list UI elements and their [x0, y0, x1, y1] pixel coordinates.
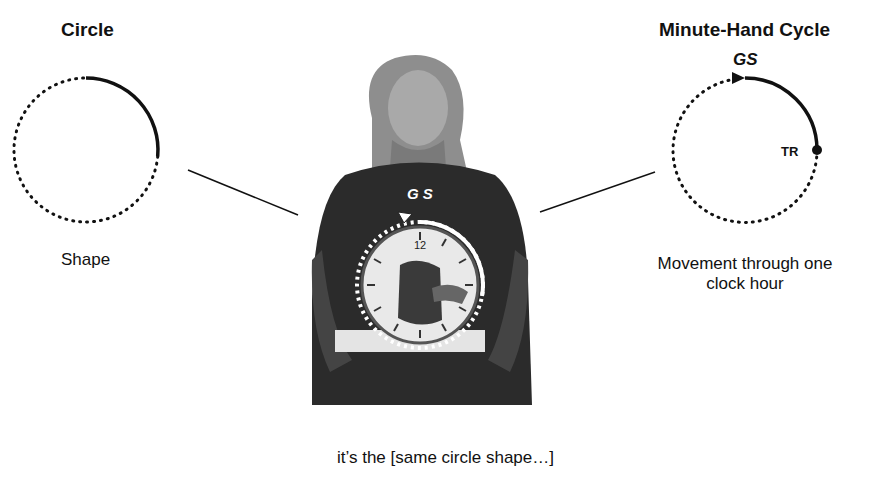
caption-label: Shape — [61, 250, 110, 270]
speaker-photo — [312, 55, 532, 405]
caption: it’s the [same circle shape…] — [337, 448, 554, 468]
dotted-circle — [14, 78, 158, 222]
heading: Minute-Hand Cycle — [659, 19, 830, 42]
solid-arc — [745, 78, 817, 150]
clock-number: 12 — [414, 239, 426, 252]
solid-arc — [86, 78, 158, 156]
arrowhead — [732, 72, 745, 84]
end-dot — [812, 145, 822, 155]
caption-label: Movement through one clock hour — [645, 254, 845, 295]
leader-line — [188, 170, 298, 215]
dotted-circle — [673, 80, 817, 222]
solid-arc — [420, 222, 483, 296]
arrowhead — [398, 212, 412, 223]
state-label: G S — [407, 185, 433, 203]
state-label: GS — [733, 50, 758, 70]
state-label: TR — [781, 144, 798, 160]
leader-line — [540, 172, 655, 212]
dotted-circle — [357, 222, 483, 348]
heading: Circle — [61, 19, 114, 42]
